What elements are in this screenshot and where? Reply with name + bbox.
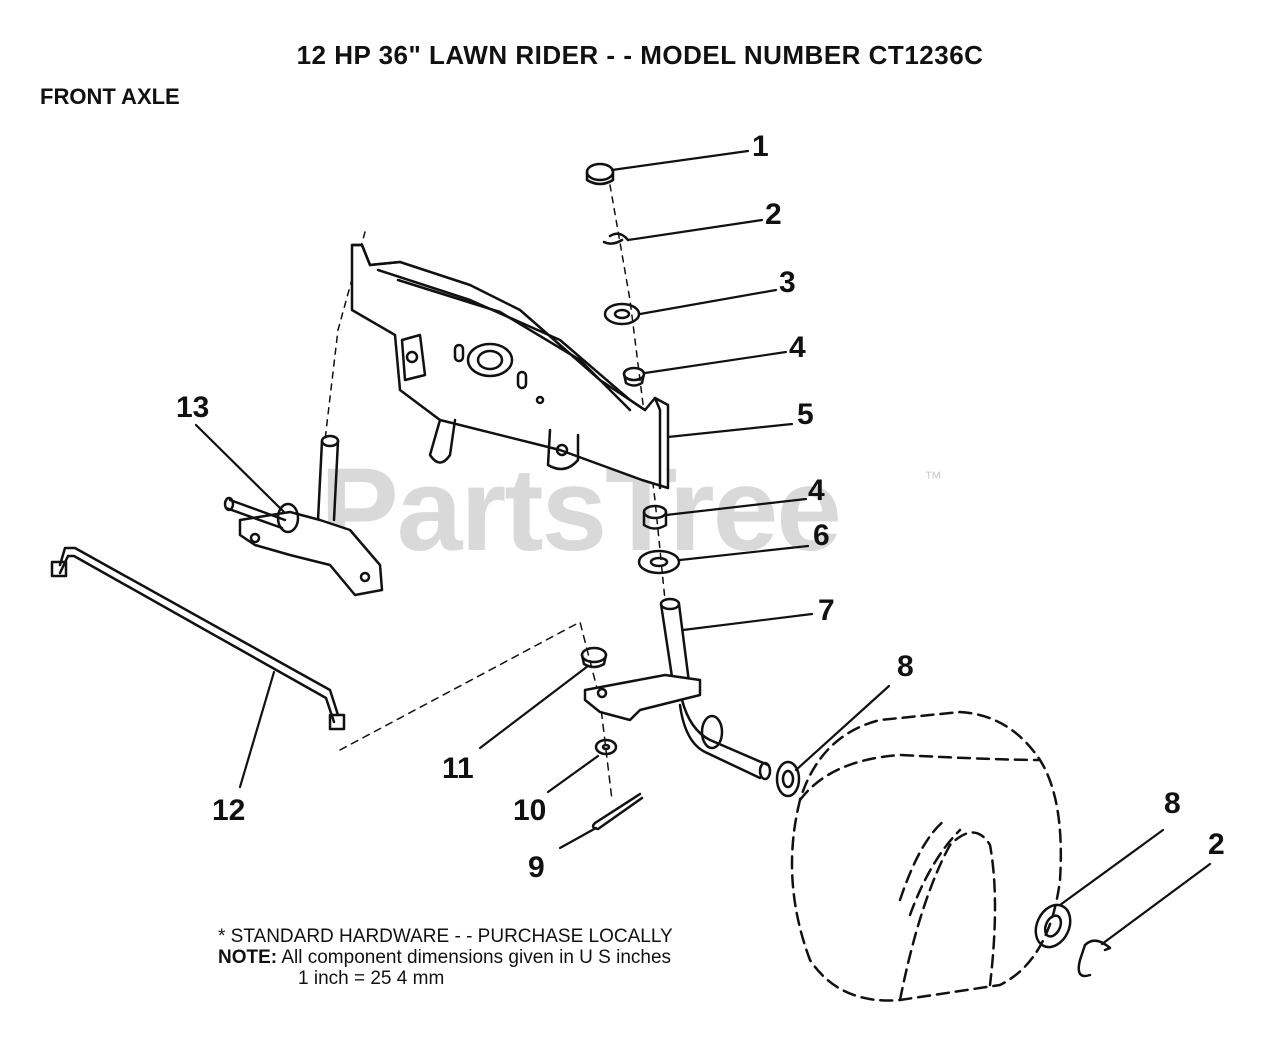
part-small-washer	[594, 738, 618, 756]
part-bushing-lower	[642, 504, 668, 530]
part-washer-lower	[637, 549, 681, 575]
callout-2-outer: 2	[1208, 828, 1225, 861]
assembly-centerline	[609, 184, 666, 601]
diagram-title: 12 HP 36" LAWN RIDER - - MODEL NUMBER CT…	[296, 40, 984, 70]
part-drag-link	[50, 546, 346, 731]
part-clip-outer	[1077, 939, 1112, 978]
callout-4-lower: 4	[808, 474, 825, 507]
callout-2: 2	[765, 198, 782, 231]
watermark-logo: PartsTree	[320, 444, 842, 576]
section-title: FRONT AXLE	[40, 84, 180, 109]
tie-rod-centerline	[339, 621, 613, 801]
callout-4: 4	[789, 331, 806, 364]
callout-8: 8	[897, 650, 914, 683]
leader-lines	[194, 149, 1212, 946]
trademark-mark: ™	[924, 468, 942, 488]
callout-10: 10	[513, 794, 547, 827]
callout-7: 7	[818, 594, 835, 627]
dimension-note: NOTE: All component dimensions given in …	[218, 947, 673, 968]
note-text: All component dimensions given in U S in…	[281, 947, 672, 968]
callout-1: 1	[752, 130, 769, 163]
callout-12: 12	[212, 794, 246, 827]
part-bushing-upper	[622, 366, 646, 387]
standard-hardware-note: * STANDARD HARDWARE - - PURCHASE LOCALLY	[218, 926, 673, 947]
kingpin-centerline-left	[324, 231, 366, 441]
part-washer-outer	[1034, 903, 1072, 949]
part-cap	[585, 162, 615, 186]
note-label: NOTE:	[218, 947, 278, 968]
part-washer-axle	[775, 760, 801, 798]
hardware-notes: * STANDARD HARDWARE - - PURCHASE LOCALLY…	[218, 926, 673, 989]
part-spindle-left	[223, 434, 384, 597]
part-spindle-right	[583, 597, 772, 781]
callout-6: 6	[813, 519, 830, 552]
part-retaining-clip	[602, 232, 630, 245]
part-axle-beam	[350, 243, 670, 490]
callout-5: 5	[797, 398, 814, 431]
callout-13: 13	[176, 391, 210, 424]
part-washer	[603, 302, 641, 326]
callout-9: 9	[528, 851, 545, 884]
part-lock-nut	[580, 646, 608, 669]
part-tire	[790, 710, 1063, 1002]
part-cotter-pin	[591, 792, 644, 831]
callout-8-outer: 8	[1164, 787, 1181, 820]
callout-11: 11	[442, 752, 474, 785]
callout-3: 3	[779, 266, 796, 299]
conversion-note: 1 inch = 25 4 mm	[298, 968, 445, 989]
